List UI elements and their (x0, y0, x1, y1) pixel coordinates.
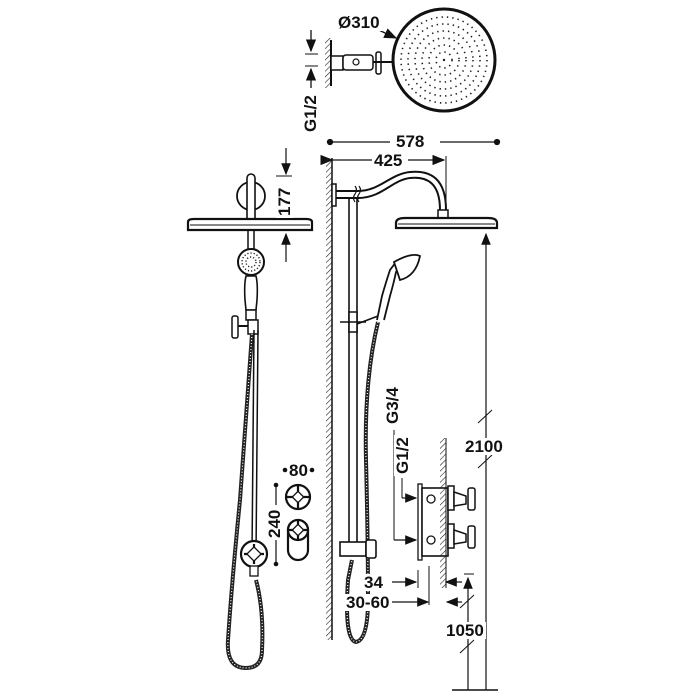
dim-top-connection: G1/2 (301, 93, 320, 134)
dim-valve-height: 1050 (444, 621, 486, 640)
front-view (186, 148, 315, 671)
dim-wall-depth: 30-60 (344, 593, 392, 612)
dim-wall-offset: 34 (362, 573, 385, 592)
dim-valve-spacing-height: 240 (265, 507, 284, 540)
shower-head-top-view (305, 7, 497, 113)
dim-shower-head-diameter: Ø310 (336, 13, 382, 32)
dim-head-height: 177 (275, 185, 294, 218)
dim-total-height: 2100 (463, 437, 505, 456)
projection-dimensions (320, 138, 501, 218)
dim-total-projection: 578 (394, 132, 427, 151)
dim-inlet-g12: G1/2 (393, 435, 412, 476)
dim-arm-projection: 425 (372, 151, 405, 170)
dim-valve-spacing-width: 80 (289, 461, 308, 480)
side-view (326, 158, 499, 691)
dim-outlet-g34: G3/4 (383, 385, 402, 426)
